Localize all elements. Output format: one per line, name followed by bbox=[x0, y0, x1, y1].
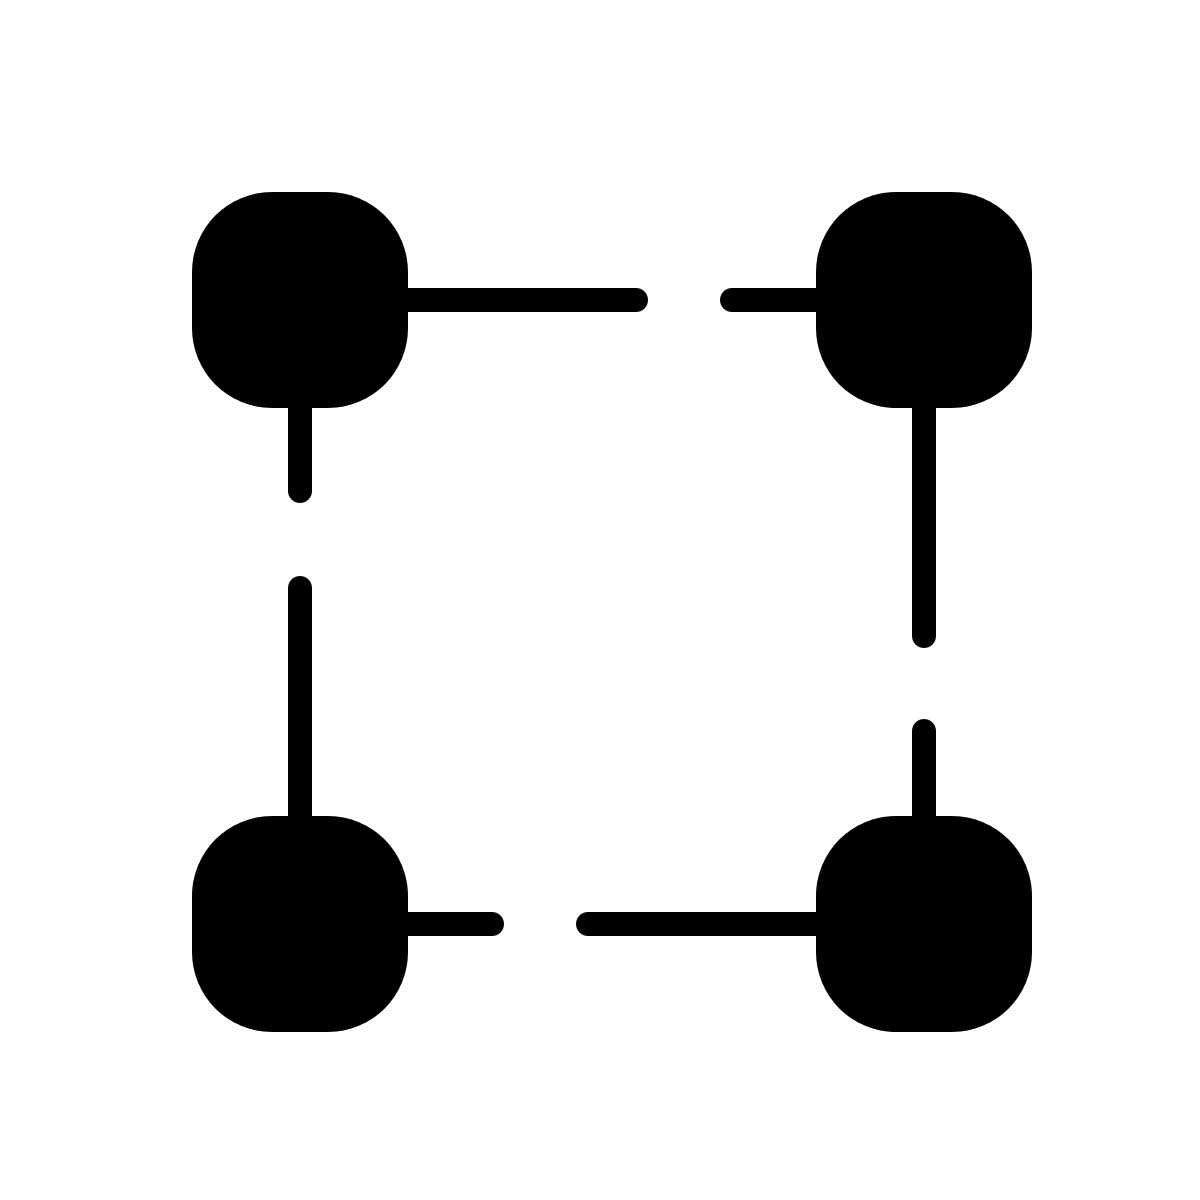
corner-handle-bottom-left bbox=[192, 816, 408, 1032]
corner-handle-top-right bbox=[816, 192, 1032, 408]
corner-handle-top-left bbox=[192, 192, 408, 408]
corner-handle-bottom-right bbox=[816, 816, 1032, 1032]
